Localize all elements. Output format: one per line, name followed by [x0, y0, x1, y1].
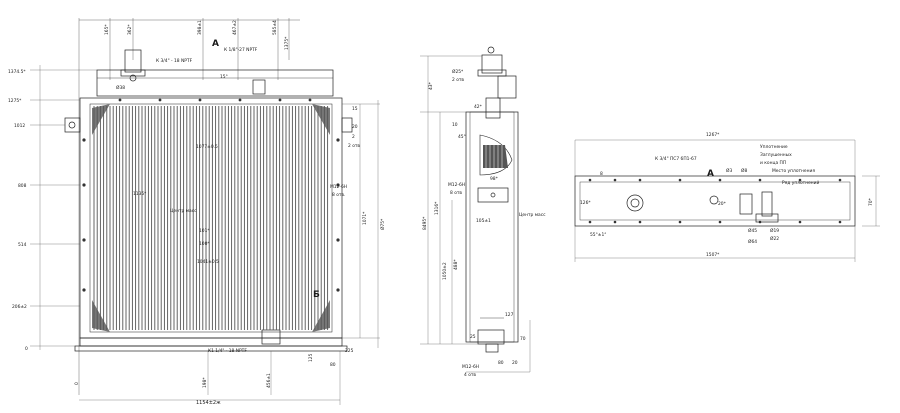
side-dim-1316: 1316* — [434, 201, 440, 215]
side-view — [420, 46, 531, 373]
side-dim-105: 105±1 — [476, 218, 491, 224]
h20-note: 20 — [352, 124, 358, 130]
top-view-labels: 1267* 1507* К 3/4" ПС7 6П1-67 Уплотнение… — [580, 132, 874, 258]
top-view-a-label: А — [707, 169, 714, 179]
side-dim-4: 80 — [330, 362, 336, 368]
top-view — [574, 139, 880, 262]
top-note-place: Место уплотнения — [772, 168, 815, 174]
left-dim-4: 808 — [18, 183, 27, 189]
dim-top-3: 398±1 — [197, 20, 203, 35]
left-dim-6: 206±2 — [12, 304, 27, 310]
side-dim-10: 10 — [452, 122, 458, 128]
overall-width: 1154±2ж — [196, 400, 221, 406]
radiator-core-fins — [93, 106, 329, 330]
m12-note: М12-6Н — [330, 184, 347, 190]
top-note-seal-2: Заглушенных — [760, 152, 792, 158]
core-dim-1: 1077±0.5 — [196, 144, 218, 150]
top-overall: 1267* — [706, 132, 720, 138]
top-note-seal-1: Уплотнение — [760, 144, 788, 150]
side-center-mass: Центр масс — [519, 212, 546, 218]
top-dim-d19: Ø19 — [770, 227, 779, 234]
top-dim-d45: Ø45 — [748, 227, 757, 234]
side-dim-8495: 8495* — [422, 216, 428, 230]
bottom-port-note: К1 1/4" - 18 NPTF — [208, 348, 247, 354]
top-dim-d22: Ø22 — [770, 235, 779, 242]
top-dim-angle: 55°±1° — [590, 232, 606, 238]
dim-top-4: 467±2 — [232, 20, 238, 35]
m12-note-holes: 8 отв. — [332, 192, 345, 198]
side-view-labels: Ø25* 2 отв 43* 42* 10 45° 98* 8495* 1316… — [422, 68, 546, 378]
d38-note: Ø38 — [116, 84, 125, 91]
top-note-seal-3: и конца ПП — [760, 160, 786, 166]
side-dim-98: 98* — [490, 176, 499, 182]
side-dim-2: 125 — [308, 353, 314, 362]
two-holes-note: 2 отв — [348, 143, 360, 149]
height-dim-2: Ø75* — [379, 218, 386, 230]
top-total-length: 1507* — [706, 252, 720, 258]
dim-top-2: 362* — [127, 24, 133, 35]
h15-note: 15 — [352, 106, 358, 112]
dim-top-1: 165* — [104, 24, 110, 35]
side-m12-4-holes: 4 отв — [464, 372, 476, 378]
bottom-dim-1: 198* — [202, 377, 208, 388]
left-dim-3: 1012 — [14, 123, 25, 129]
side-dim-20: 20 — [512, 360, 518, 366]
left-dim-7: 0 — [25, 346, 28, 352]
side-m12-holes: 8 отв — [450, 190, 462, 196]
dim-top-6: 1375* — [284, 36, 290, 50]
top-dim-8: 8 — [600, 171, 603, 177]
side-dim-2holes: 2 отв — [452, 77, 464, 83]
side-dim-127: 127 — [505, 312, 514, 318]
top-dim-d3: Ø3 — [726, 167, 732, 174]
bottom-dim-2: 456±1 — [266, 373, 272, 388]
side-dim-1: 225 — [345, 348, 354, 354]
front-view-labels: 165* 362* 398±1 467±2 585±4 1375* А Б К … — [8, 20, 386, 406]
side-dim-25: 25 — [470, 334, 476, 340]
top-dim-d8: Ø8 — [741, 167, 747, 174]
side-dim-1050: 1050±2 — [442, 262, 448, 280]
left-dim-1: 1374.5* — [8, 69, 26, 75]
core-dim-5: 1041±0.5 — [197, 259, 219, 265]
side-dim-43: 43* — [428, 81, 434, 90]
top-dim-126: 126* — [580, 200, 591, 206]
top-dim-20: 20* — [718, 201, 727, 207]
core-dim-4: 100* — [199, 241, 210, 247]
side-dim-d25: Ø25* — [452, 68, 464, 75]
port-b-note: К 1/8"-27 NPTF — [224, 47, 258, 53]
top-note-row: Ряд уплотнений — [782, 179, 820, 186]
port-a-note: К 3/4" - 18 NPTF — [156, 58, 193, 64]
side-dim-42: 42* — [474, 104, 483, 110]
side-dim-488: 488* — [453, 259, 459, 270]
dim-top-5: 585±4 — [272, 20, 278, 35]
side-dim-70: 70 — [520, 336, 526, 342]
h2-note: 2 — [352, 134, 355, 140]
left-dim-2: 1275* — [8, 98, 22, 104]
view-a-label: А — [212, 39, 219, 49]
core-dim-3: 101* — [199, 228, 210, 234]
height-dim-1: 1071* — [362, 211, 368, 225]
core-dim-2: 1135* — [133, 191, 147, 197]
side-m12-note: М12-6Н — [448, 182, 465, 188]
side-m12-4: М12-6Н — [462, 364, 479, 370]
top-note-port: К 3/4" ПС7 6П1-67 — [655, 156, 697, 162]
left-dim-5: 514 — [18, 242, 27, 248]
top-dim-side: 70* — [868, 197, 874, 206]
center-mass-front: Центр масс — [170, 208, 197, 214]
angle-note: 15° — [220, 74, 228, 80]
side-dim-80: 80 — [498, 360, 504, 366]
side-dim-45: 45° — [458, 134, 466, 140]
view-b-label: Б — [313, 290, 320, 300]
top-dim-d64: Ø64 — [748, 238, 757, 245]
bottom-dim-0: 0 — [74, 382, 80, 385]
